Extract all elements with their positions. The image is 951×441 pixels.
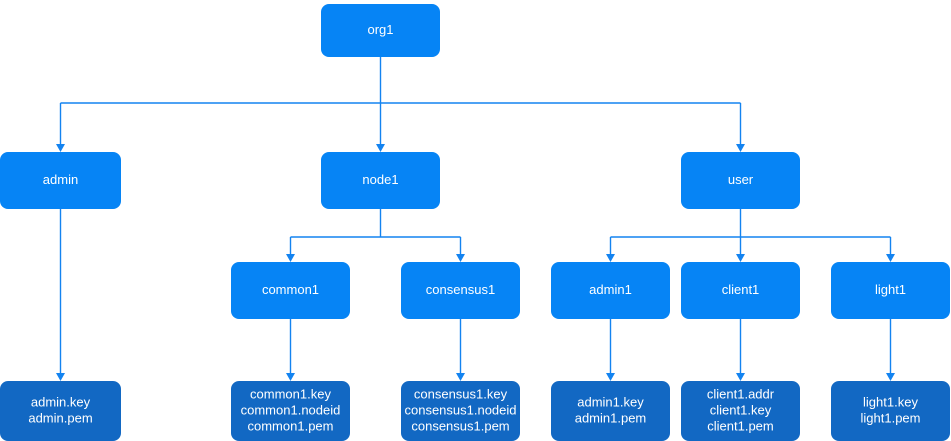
- node-label-client1-files-line-3: client1.pem: [707, 418, 773, 433]
- node-label-consensus1-files-line-1: consensus1.key: [414, 386, 508, 401]
- node-label-common1-files-line-2: common1.nodeid: [241, 402, 341, 417]
- tree-node-consensus1-files[interactable]: consensus1.keyconsensus1.nodeidconsensus…: [401, 381, 520, 441]
- node-label-consensus1-files-line-3: consensus1.pem: [411, 418, 509, 433]
- edge-layer: [56, 57, 895, 381]
- node-box-user[interactable]: [681, 152, 800, 209]
- node-label-org1: org1: [367, 22, 393, 37]
- node-box-common1[interactable]: [231, 262, 350, 319]
- node-label-admin1-files-line-2: admin1.pem: [575, 410, 647, 425]
- arrowhead-admin1-files: [606, 373, 615, 381]
- tree-node-org1[interactable]: org1: [321, 4, 440, 57]
- node-layer: org1 admin node1 user common1 consensus1 admin…: [0, 4, 950, 441]
- arrowhead-user: [736, 144, 745, 152]
- node-box-client1-files[interactable]: [681, 381, 800, 441]
- tree-node-admin1[interactable]: admin1: [551, 262, 670, 319]
- arrowhead-admin1: [606, 254, 615, 262]
- tree-node-consensus1[interactable]: consensus1: [401, 262, 520, 319]
- node-label-client1-files-line-1: client1.addr: [707, 386, 775, 401]
- node-label-admin1: admin1: [589, 282, 632, 297]
- tree-node-light1[interactable]: light1: [831, 262, 950, 319]
- node-label-consensus1-files-line-2: consensus1.nodeid: [404, 402, 516, 417]
- arrowhead-consensus1-files: [456, 373, 465, 381]
- node-label-common1-files-line-3: common1.pem: [248, 418, 334, 433]
- node-label-light1: light1: [875, 282, 906, 297]
- node-box-client1[interactable]: [681, 262, 800, 319]
- node-label-common1-files-line-1: common1.key: [250, 386, 331, 401]
- node-label-common1: common1: [262, 282, 319, 297]
- arrowhead-common1-files: [286, 373, 295, 381]
- node-box-admin1-files[interactable]: [551, 381, 670, 441]
- node-label-user: user: [728, 172, 754, 187]
- node-label-admin-files-line-1: admin.key: [31, 394, 91, 409]
- arrowhead-consensus1: [456, 254, 465, 262]
- node-label-admin1-files-line-1: admin1.key: [577, 394, 644, 409]
- node-box-consensus1[interactable]: [401, 262, 520, 319]
- tree-node-client1[interactable]: client1: [681, 262, 800, 319]
- arrowhead-client1-files: [736, 373, 745, 381]
- arrowhead-light1-files: [886, 373, 895, 381]
- arrowhead-light1: [886, 254, 895, 262]
- arrowhead-node1: [376, 144, 385, 152]
- node-box-admin1[interactable]: [551, 262, 670, 319]
- node-box-admin[interactable]: [0, 152, 121, 209]
- node-box-org1[interactable]: [321, 4, 440, 57]
- arrowhead-common1: [286, 254, 295, 262]
- tree-node-admin[interactable]: admin: [0, 152, 121, 209]
- arrowhead-admin: [56, 144, 65, 152]
- node-box-light1-files[interactable]: [831, 381, 950, 441]
- node-label-node1: node1: [362, 172, 398, 187]
- node-label-client1-files-line-2: client1.key: [710, 402, 772, 417]
- node-label-consensus1: consensus1: [426, 282, 495, 297]
- node-label-admin: admin: [43, 172, 78, 187]
- arrowhead-admin-files: [56, 373, 65, 381]
- arrowhead-client1: [736, 254, 745, 262]
- node-box-node1[interactable]: [321, 152, 440, 209]
- node-label-light1-files-line-1: light1.key: [863, 394, 918, 409]
- node-box-consensus1-files[interactable]: [401, 381, 520, 441]
- tree-node-user[interactable]: user: [681, 152, 800, 209]
- tree-node-common1[interactable]: common1: [231, 262, 350, 319]
- node-label-admin-files-line-2: admin.pem: [28, 410, 92, 425]
- node-box-common1-files[interactable]: [231, 381, 350, 441]
- node-label-light1-files-line-2: light1.pem: [861, 410, 921, 425]
- tree-node-node1[interactable]: node1: [321, 152, 440, 209]
- node-box-light1[interactable]: [831, 262, 950, 319]
- node-label-client1: client1: [722, 282, 760, 297]
- node-box-admin-files[interactable]: [0, 381, 121, 441]
